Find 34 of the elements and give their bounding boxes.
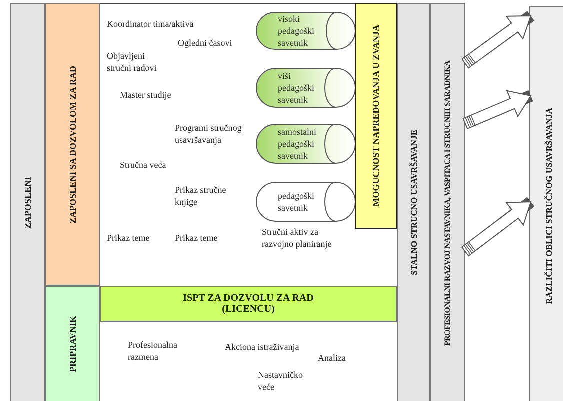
activity-label: Prikaz stručne knjige bbox=[175, 184, 228, 208]
activity-label: Akciona istraživanja bbox=[225, 341, 300, 353]
band-title: MOGUCNOST NAPREDOVANJA U ZVANJA bbox=[371, 25, 381, 207]
activity-label: Programi stručnog usavršavanja bbox=[175, 122, 243, 146]
rank-label: pedagoški savetnik bbox=[278, 190, 316, 214]
band-title: STALNO STRUCNO USAVRŠAVANJE bbox=[408, 130, 418, 276]
column-band bbox=[529, 6, 563, 401]
column-band bbox=[10, 3, 45, 401]
column-band bbox=[45, 286, 100, 401]
rank-label: samostalni pedagoški savetnik bbox=[278, 126, 318, 162]
activity-label: Profesionalna razmena bbox=[128, 339, 178, 363]
column-band bbox=[45, 3, 100, 286]
column-band bbox=[430, 3, 465, 401]
activity-label: Koordinator tima/aktiva bbox=[107, 18, 195, 30]
activity-label: Prikaz teme bbox=[175, 232, 219, 244]
band-title: ISPT ZA DOZVOLU ZA RAD (LICENCU) bbox=[182, 293, 315, 315]
info-band bbox=[355, 3, 397, 229]
band-title: PRIPRAVNIK bbox=[68, 316, 78, 373]
activity-label: Prikaz teme bbox=[107, 232, 151, 244]
band-title: ZAPOSLENI SA DOZVOLOM ZA RAD bbox=[68, 66, 78, 224]
activity-label: Ogledni časovi bbox=[178, 37, 234, 49]
rank-label: viši pedagoški savetnik bbox=[278, 70, 316, 106]
activity-label: Master studije bbox=[120, 89, 172, 101]
band-title: RAZLIČITI OBLICI STRUČNOG USAVRŠAVANJA bbox=[544, 108, 554, 304]
activity-label: Stručna veća bbox=[120, 159, 168, 171]
activity-label: Nastavničko veće bbox=[258, 369, 303, 393]
header-band bbox=[100, 286, 397, 322]
band-title: ZAPOSLENI bbox=[22, 176, 32, 229]
activity-label: Stručni aktiv za razvojno planiranje bbox=[262, 226, 333, 250]
band-title: PROFESIONALNI RAZVOJ NASTAVNIKA, VASPITACA I STRUCNIH SARADNIKA bbox=[443, 60, 452, 346]
activity-label: Objavljeni stručni radovi bbox=[107, 50, 158, 74]
activity-label: Analiza bbox=[318, 352, 347, 364]
rank-label: visoki pedagoški savetnik bbox=[278, 13, 316, 49]
column-band bbox=[397, 3, 430, 401]
